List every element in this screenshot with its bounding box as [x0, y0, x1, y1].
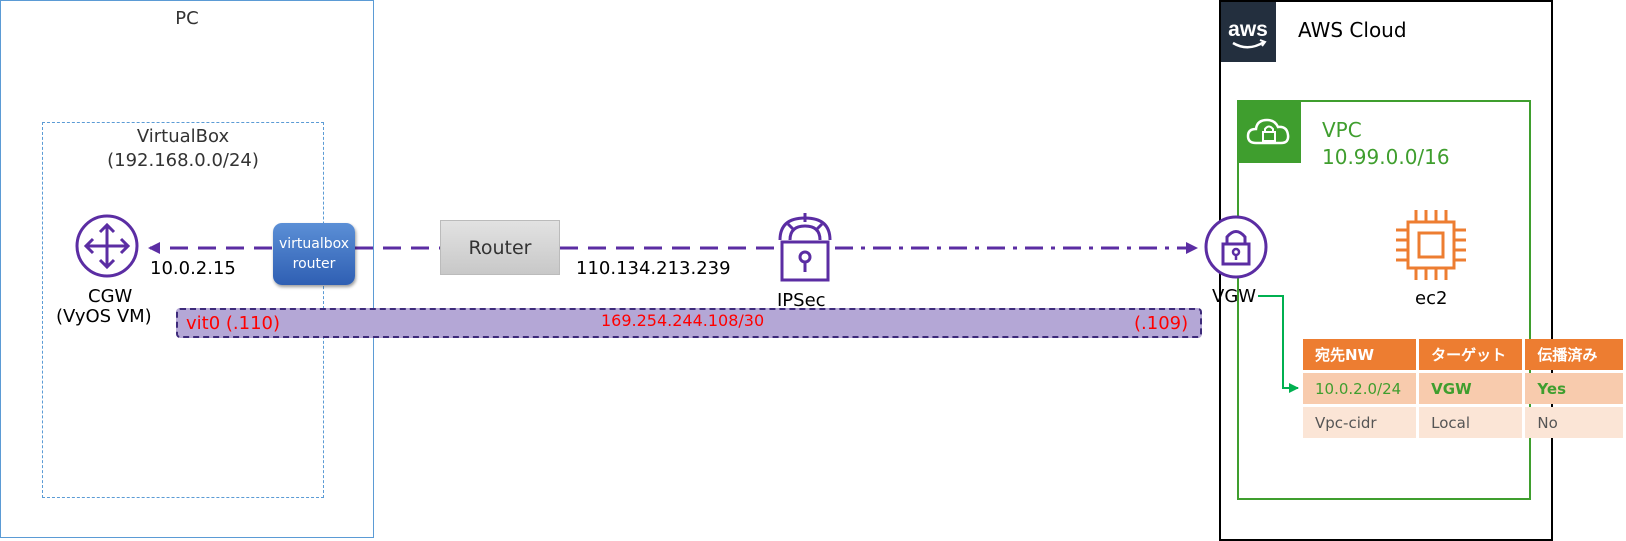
route-target: VGW	[1419, 373, 1523, 404]
pc-label: PC	[175, 8, 199, 29]
route-table-header: 宛先NW ターゲット 伝播済み	[1303, 339, 1623, 370]
vti-tunnel-band	[176, 308, 1202, 338]
route-propagated: No	[1525, 407, 1623, 438]
aws-cloud-label: AWS Cloud	[1298, 18, 1407, 42]
virtualbox-label: VirtualBox	[136, 126, 230, 147]
virtualbox-router: virtualbox router	[273, 223, 355, 285]
route-table: 宛先NW ターゲット 伝播済み 10.0.2.0/24 VGW Yes Vpc-…	[1300, 336, 1626, 441]
virtualbox-router-line2: router	[292, 256, 336, 272]
ipsec-lock-icon	[778, 213, 832, 282]
cgw-description: (VyOS VM)	[56, 306, 152, 327]
route-table-header-target: ターゲット	[1419, 339, 1523, 370]
route-table-header-propagated: 伝播済み	[1525, 339, 1623, 370]
vgw-label: VGW	[1212, 286, 1257, 307]
ipsec-label: IPSec	[777, 290, 826, 311]
virtualbox-subnet: (192.168.0.0/24)	[107, 150, 259, 171]
tunnel-left-label: vit0 (.110)	[186, 313, 281, 334]
cgw-name: CGW	[88, 286, 133, 307]
aws-logo-text: aws	[1228, 18, 1268, 41]
route-propagated: Yes	[1525, 373, 1623, 404]
cgw-ip: 10.0.2.15	[150, 258, 236, 279]
aws-logo-icon: aws	[1221, 2, 1276, 62]
tunnel-right-label: (.109)	[1134, 313, 1189, 334]
tunnel-cidr: 169.254.244.108/30	[601, 311, 765, 330]
route-destination: Vpc-cidr	[1303, 407, 1417, 438]
table-row: 10.0.2.0/24 VGW Yes	[1303, 373, 1623, 404]
router-box: Router	[440, 220, 560, 275]
vpc-container	[1237, 100, 1531, 500]
pc-container	[0, 0, 374, 538]
table-row: Vpc-cidr Local No	[1303, 407, 1623, 438]
vgw-lock-icon	[1204, 215, 1268, 279]
vpc-cidr: 10.99.0.0/16	[1322, 145, 1450, 169]
vgw-route-arrow	[1258, 295, 1299, 393]
vpc-label: VPC	[1322, 118, 1362, 142]
vpc-cloud-lock-icon	[1238, 101, 1301, 163]
virtualbox-router-line1: virtualbox	[278, 236, 350, 252]
route-destination: 10.0.2.0/24	[1303, 373, 1417, 404]
ec2-chip-icon	[1396, 210, 1466, 280]
ec2-label: ec2	[1415, 288, 1448, 309]
cgw-router-icon	[75, 214, 139, 278]
router-public-ip: 110.134.213.239	[576, 258, 731, 279]
route-table-header-destination: 宛先NW	[1303, 339, 1417, 370]
route-target: Local	[1419, 407, 1523, 438]
